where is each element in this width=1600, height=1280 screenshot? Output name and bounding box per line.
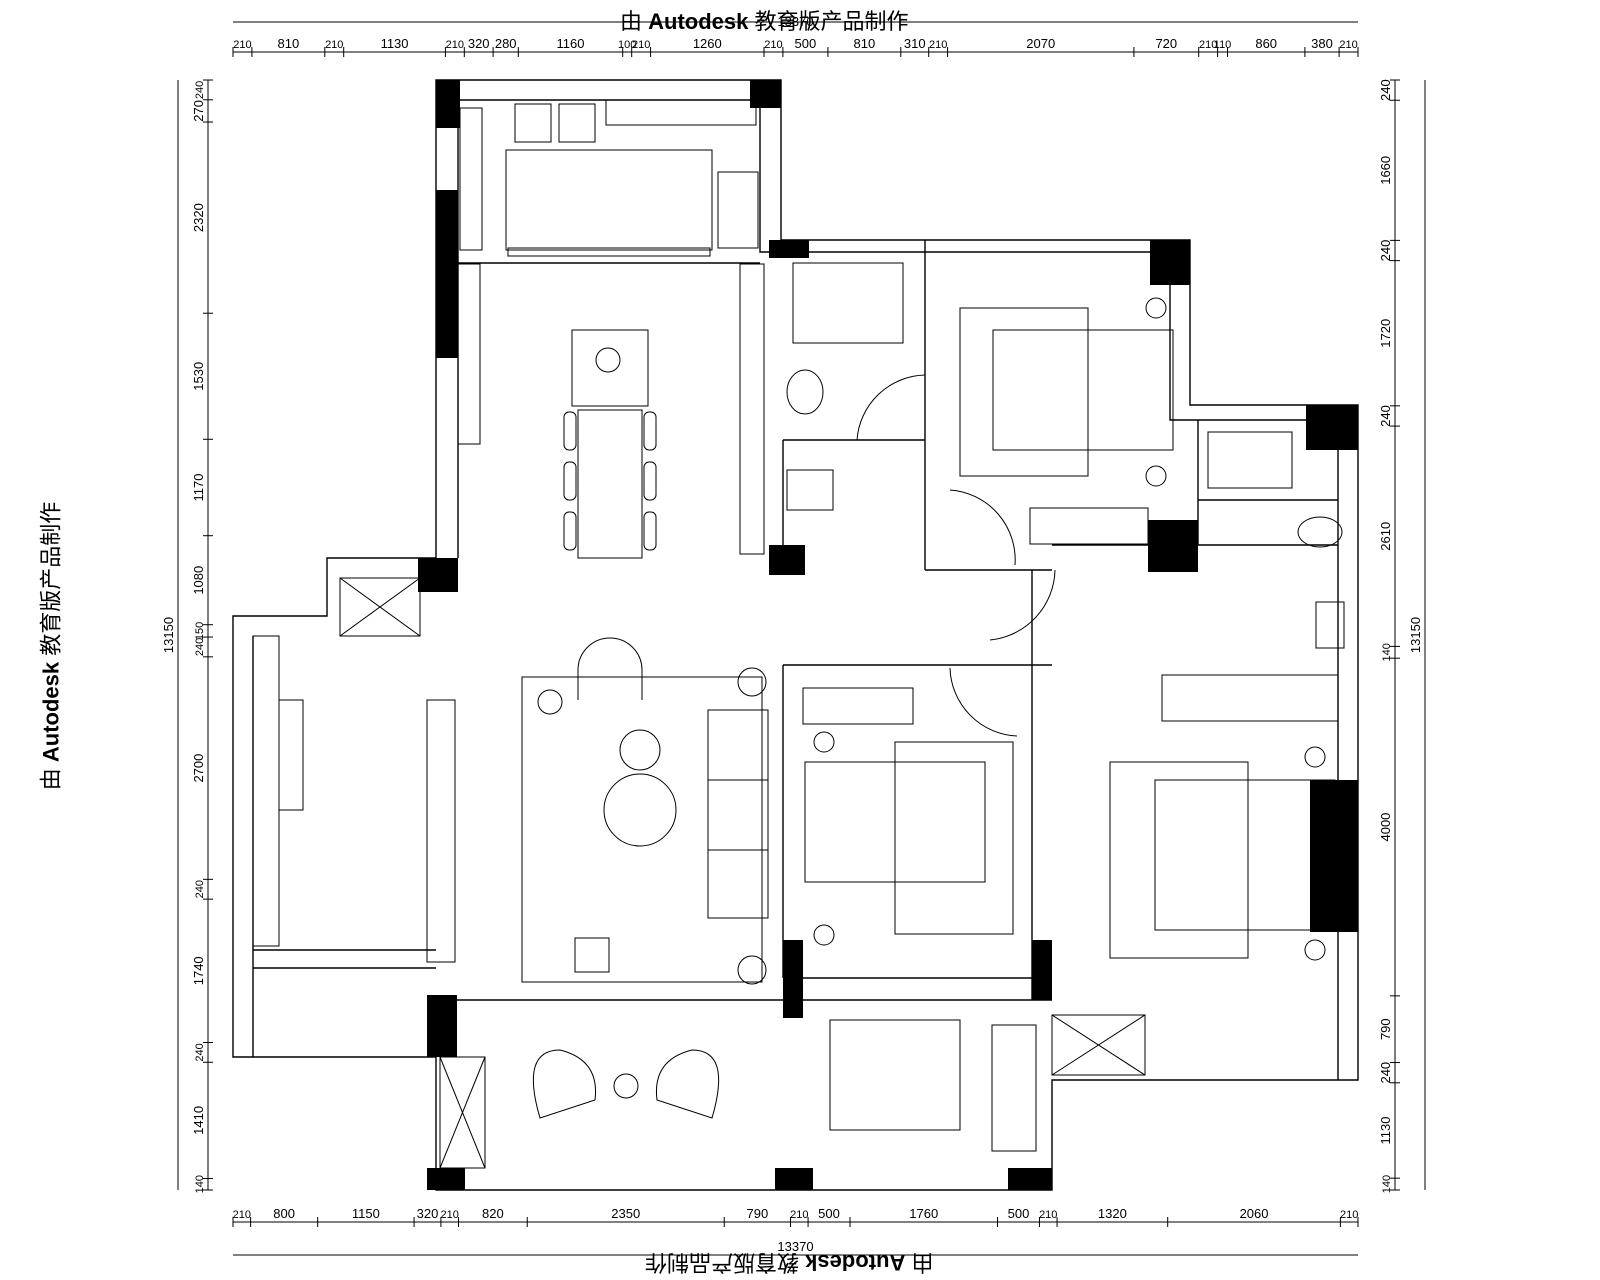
bottom-dim-4: 210 — [441, 1209, 459, 1221]
bottom-dim-0: 210 — [233, 1209, 251, 1221]
right-dim-4: 240 — [1378, 405, 1393, 427]
left-dim-2: 2320 — [191, 203, 206, 232]
right-dim-0: 240 — [1378, 79, 1393, 101]
left-dim-3: 1530 — [191, 362, 206, 391]
top-dim-1: 810 — [277, 36, 299, 51]
top-dim-5: 320 — [468, 36, 490, 51]
bottom-dim-7: 790 — [747, 1206, 769, 1221]
dimension-column-right: 240 1660 240 1720 240 2610 140 4000 790 240 1130 14… — [1378, 79, 1423, 1193]
left-dim-6: 150 — [194, 622, 206, 640]
bottom-dim-12: 210 — [1039, 1209, 1057, 1221]
dimension-column-left: 2402702320153011701080150240270024017402… — [161, 81, 206, 1194]
left-dim-9: 240 — [194, 880, 206, 898]
right-total: 13150 — [1408, 617, 1423, 653]
right-dim-10: 1130 — [1378, 1117, 1393, 1145]
bottom-dim-13: 1320 — [1098, 1206, 1127, 1221]
bottom-dim-8: 210 — [790, 1209, 808, 1221]
top-dim-20: 860 — [1255, 36, 1277, 51]
bottom-dim-9: 500 — [818, 1206, 840, 1221]
bottom-dim-6: 2350 — [611, 1206, 640, 1221]
left-dim-1: 270 — [191, 100, 206, 122]
top-dim-11: 210 — [764, 39, 782, 51]
bottom-dim-3: 320 — [417, 1206, 439, 1221]
top-dim-13: 810 — [853, 36, 875, 51]
dimension-layer — [177, 21, 1426, 1256]
left-dim-0: 240 — [194, 81, 206, 99]
bottom-dim-11: 500 — [1008, 1206, 1030, 1221]
top-dim-3: 1130 — [381, 36, 409, 51]
top-dim-21: 380 — [1311, 36, 1333, 51]
right-dim-6: 140 — [1381, 643, 1393, 661]
right-dim-11: 140 — [1381, 1175, 1393, 1193]
right-dim-3: 1720 — [1378, 319, 1393, 348]
top-dim-2: 210 — [325, 39, 343, 51]
bottom-dim-1: 800 — [273, 1206, 295, 1221]
top-dim-9: 210 — [632, 39, 650, 51]
top-dim-12: 500 — [795, 36, 817, 51]
top-dim-22: 210 — [1339, 39, 1357, 51]
bottom-dim-10: 1760 — [909, 1206, 938, 1221]
left-dim-5: 1080 — [191, 566, 206, 595]
top-dim-16: 2070 — [1026, 36, 1055, 51]
bottom-total: 13370 — [777, 1239, 813, 1254]
left-dim-12: 1410 — [191, 1106, 206, 1135]
left-dim-8: 2700 — [191, 754, 206, 783]
right-dim-2: 240 — [1378, 240, 1393, 262]
top-dim-19: 110 — [1214, 39, 1232, 51]
top-dim-8: 100 — [618, 39, 636, 51]
top-dim-15: 210 — [929, 39, 947, 51]
left-dim-13: 140 — [194, 1175, 206, 1193]
top-dim-7: 1160 — [557, 36, 585, 51]
top-dim-10: 1260 — [693, 36, 722, 51]
right-dim-9: 240 — [1378, 1062, 1393, 1084]
top-total: 13370 — [777, 14, 813, 29]
top-dim-18: 210 — [1199, 39, 1217, 51]
top-dim-4: 210 — [446, 39, 464, 51]
left-dim-4: 1170 — [191, 474, 206, 502]
left-total: 13150 — [161, 617, 176, 653]
top-dim-0: 210 — [233, 39, 251, 51]
right-dim-8: 790 — [1378, 1018, 1393, 1040]
top-dim-17: 720 — [1155, 36, 1177, 51]
furniture — [252, 99, 1345, 1169]
left-dim-11: 240 — [194, 1043, 206, 1061]
right-dim-1: 1660 — [1378, 156, 1393, 185]
left-dim-7: 240 — [194, 638, 206, 656]
top-dim-14: 310 — [904, 36, 926, 51]
left-dim-10: 1740 — [191, 956, 206, 985]
bottom-dim-14: 2060 — [1240, 1206, 1269, 1221]
columns — [418, 80, 1358, 1190]
bottom-dim-15: 210 — [1340, 1209, 1358, 1221]
bottom-dim-2: 1150 — [352, 1206, 380, 1221]
bottom-dim-5: 820 — [482, 1206, 504, 1221]
right-dim-7: 4000 — [1378, 813, 1393, 842]
top-dim-6: 280 — [495, 36, 517, 51]
right-dim-5: 2610 — [1378, 522, 1393, 551]
